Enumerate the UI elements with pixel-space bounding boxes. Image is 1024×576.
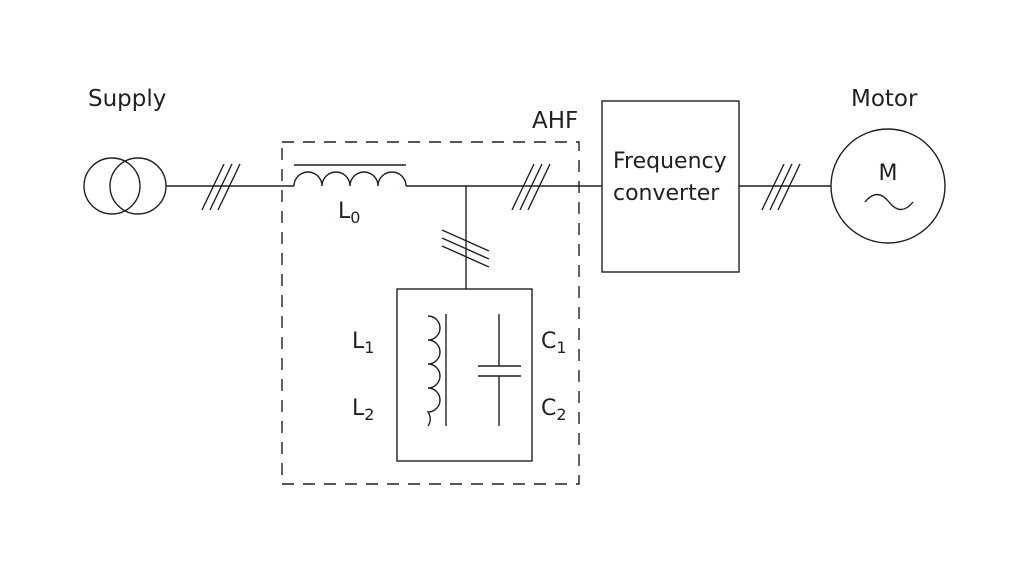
transformer-icon [83,157,167,215]
inductor-icon [293,164,407,187]
ahf-enclosure [281,141,580,485]
motor-label: Motor [851,86,918,112]
capacitor-icon [478,314,521,426]
motor-symbol: M [879,161,898,186]
three-phase-marker-icon [761,163,801,211]
filter-l2-label: L2 [352,396,374,424]
filter-l1-label: L1 [352,329,374,357]
inductor-l0-label: L0 [338,199,360,227]
filter-c1-label: C1 [541,329,567,357]
supply-label: Supply [88,86,166,112]
inductor-icon [426,314,447,427]
converter-label-line1: Frequency [613,149,727,174]
three-phase-marker-icon [511,163,551,211]
ahf-label: AHF [532,108,578,134]
motor-icon [830,128,946,244]
filter-c2-label: C2 [541,396,567,424]
three-phase-marker-icon [201,163,241,211]
filter-box [396,288,533,462]
converter-label-line2: converter [613,181,720,206]
three-phase-marker-icon [441,229,490,268]
